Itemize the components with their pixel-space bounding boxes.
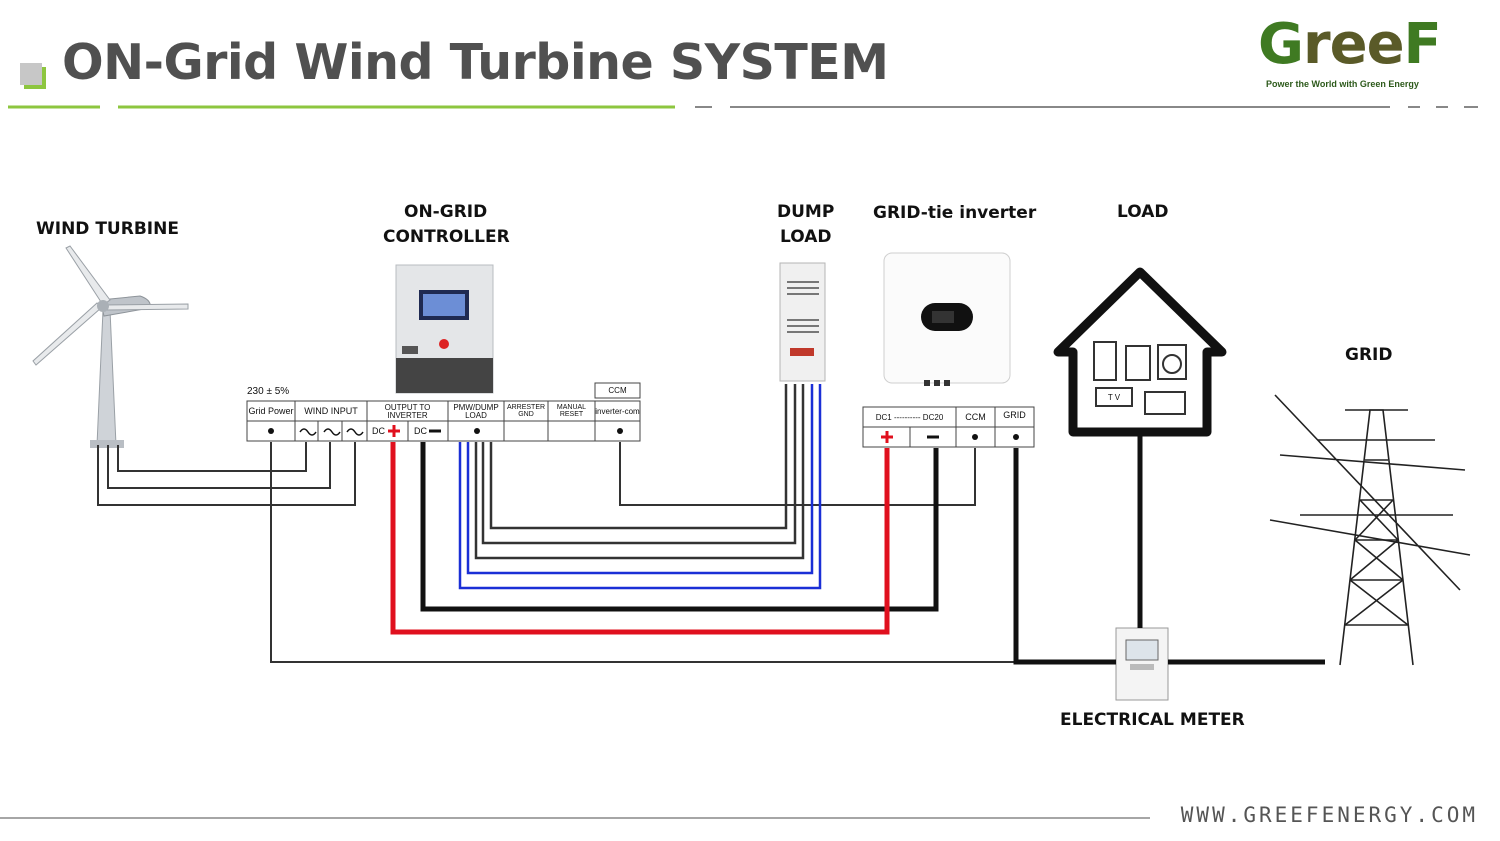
ccm-signal-wire [619,442,976,506]
house-icon [1053,267,1227,437]
brand-tagline: Power the World with Green Energy [1266,79,1419,89]
wind-turbine-label: WIND TURBINE [36,219,179,239]
turbine-to-controller-wires [97,442,356,506]
terminal-header-grid-power: Grid Power [248,406,294,416]
dump-load-label-line2: LOAD [780,227,832,247]
dc-negative-wire [420,442,939,612]
meter-label: ELECTRICAL METER [1060,710,1245,730]
page-title: ON-Grid Wind Turbine SYSTEM [62,34,889,91]
inverter-header-grid: GRID [1003,410,1026,420]
terminal-header-arrester-gnd: ARRESTER GND [506,404,546,418]
dump-load-device [779,262,826,382]
electrical-meter-icon [1115,627,1169,701]
dc-plus-label: DC [372,426,385,436]
controller-label-line1: ON-GRID [404,202,488,222]
load-label: LOAD [1117,202,1169,222]
terminal-header-inverter-com: inverter-com [595,407,640,416]
controller-label-line2: CONTROLLER [383,227,510,247]
brand-logo: GreeF [1258,12,1442,77]
terminal-header-dump-load: PMW/DUMP LOAD [453,403,499,420]
header-rule [8,105,1478,109]
inverter-label: GRID-tie inverter [873,203,1037,223]
controller-device [395,264,494,394]
grid-label: GRID [1345,345,1393,365]
inverter-terminal-block [862,406,1035,448]
website-url: WWW.GREEFENERGY.COM [1180,803,1478,827]
terminal-header-wind-input: WIND INPUT [304,406,358,416]
tv-label: T V [1107,393,1121,402]
inverter-device [883,252,1011,386]
title-square-icon [20,63,46,89]
grid-pylon-icon [1269,394,1471,666]
voltage-note: 230 ± 5% [247,386,290,397]
ccm-tag: CCM [608,386,627,395]
grid-connection-wires [1013,432,1325,665]
terminal-header-manual-reset: MANUAL RESET [556,404,587,418]
dc-positive-wire [390,442,890,635]
dc-minus-label: DC [414,426,427,436]
inverter-header-dc: DC1 ---------- DC20 [875,413,944,422]
inverter-header-ccm: CCM [965,412,986,422]
dump-load-label-line1: DUMP [777,202,835,222]
dump-load-wires [458,384,822,590]
controller-terminal-block [246,382,641,442]
grid-power-wire [270,442,1116,663]
wind-turbine-icon [32,245,189,448]
terminal-header-output-to-inverter: OUTPUT TO INVERTER [384,403,431,420]
